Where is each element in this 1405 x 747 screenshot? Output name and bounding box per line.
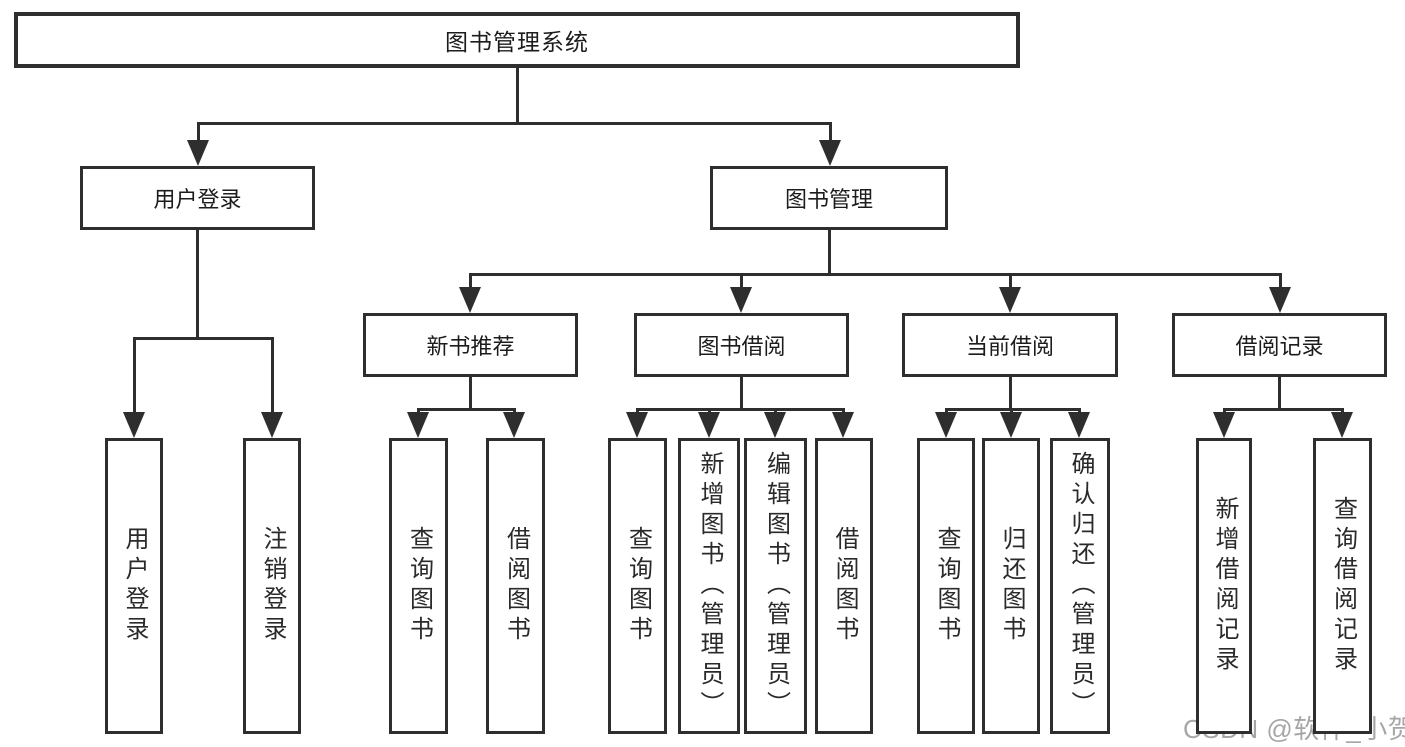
connector-arrow-stem [1010, 408, 1013, 414]
connector-line [469, 377, 472, 411]
node-borrow-records: 借阅记录 [1172, 313, 1387, 377]
arrow-down-icon [407, 412, 429, 438]
node-login: 用户登录 [105, 438, 163, 734]
arrow-down-icon [503, 412, 525, 438]
node-logout: 注销登录 [243, 438, 301, 734]
arrow-down-icon [459, 287, 481, 313]
connector-line [636, 408, 845, 411]
arrow-down-icon [935, 412, 957, 438]
connector-line [828, 230, 831, 276]
connector-arrow-stem [945, 408, 948, 414]
connector-arrow-stem [197, 122, 200, 142]
connector-line [516, 68, 519, 125]
arrow-down-icon [1213, 412, 1235, 438]
arrow-down-icon [1068, 412, 1090, 438]
node-query-book-3: 查询图书 [917, 438, 975, 734]
connector-arrow-stem [740, 273, 743, 289]
node-borrow-book-1: 借阅图书 [486, 438, 545, 734]
connector-arrow-stem [1279, 273, 1282, 289]
arrow-down-icon [819, 140, 841, 166]
node-borrow-book-2: 借阅图书 [815, 438, 873, 734]
connector-arrow-stem [271, 337, 274, 414]
node-root: 图书管理系统 [14, 12, 1020, 68]
connector-arrow-stem [469, 273, 472, 289]
arrow-down-icon [187, 140, 209, 166]
connector-line [197, 122, 832, 125]
arrow-down-icon [764, 412, 786, 438]
connector-arrow-stem [636, 408, 639, 414]
connector-arrow-stem [774, 408, 777, 414]
connector-arrow-stem [1223, 408, 1226, 414]
connector-line [417, 408, 516, 411]
arrow-down-icon [698, 412, 720, 438]
connector-line [1278, 377, 1281, 411]
connector-arrow-stem [1341, 408, 1344, 414]
node-query-book-1: 查询图书 [389, 438, 448, 734]
arrow-down-icon [999, 287, 1021, 313]
connector-arrow-stem [1078, 408, 1081, 414]
connector-line [740, 377, 743, 411]
connector-arrow-stem [829, 122, 832, 142]
connector-arrow-stem [708, 408, 711, 414]
arrow-down-icon [626, 412, 648, 438]
arrow-down-icon [1000, 412, 1022, 438]
arrow-down-icon [123, 412, 145, 438]
node-return-book: 归还图书 [982, 438, 1040, 734]
node-current-borrow: 当前借阅 [902, 313, 1118, 377]
connector-line [1223, 408, 1344, 411]
node-book-borrow: 图书借阅 [634, 313, 849, 377]
node-add-record: 新增借阅记录 [1196, 438, 1252, 734]
node-query-book-2: 查询图书 [608, 438, 667, 734]
node-user-login: 用户登录 [80, 166, 315, 230]
node-query-record: 查询借阅记录 [1313, 438, 1372, 734]
connector-line [1009, 377, 1012, 411]
connector-arrow-stem [1009, 273, 1012, 289]
connector-line [945, 408, 1081, 411]
connector-arrow-stem [513, 408, 516, 414]
node-book-mgmt: 图书管理 [710, 166, 948, 230]
connector-line [196, 230, 199, 340]
connector-arrow-stem [842, 408, 845, 414]
node-add-book-admin: 新增图书（管理员） [678, 438, 740, 734]
arrow-down-icon [832, 412, 854, 438]
node-new-book-rec: 新书推荐 [363, 313, 578, 377]
connector-line [469, 273, 1282, 276]
node-confirm-return: 确认归还（管理员） [1050, 438, 1110, 734]
arrow-down-icon [1331, 412, 1353, 438]
arrow-down-icon [261, 412, 283, 438]
arrow-down-icon [1269, 287, 1291, 313]
connector-line [133, 337, 274, 340]
connector-arrow-stem [133, 337, 136, 414]
node-edit-book-admin: 编辑图书（管理员） [744, 438, 807, 734]
connector-arrow-stem [417, 408, 420, 414]
arrow-down-icon [730, 287, 752, 313]
